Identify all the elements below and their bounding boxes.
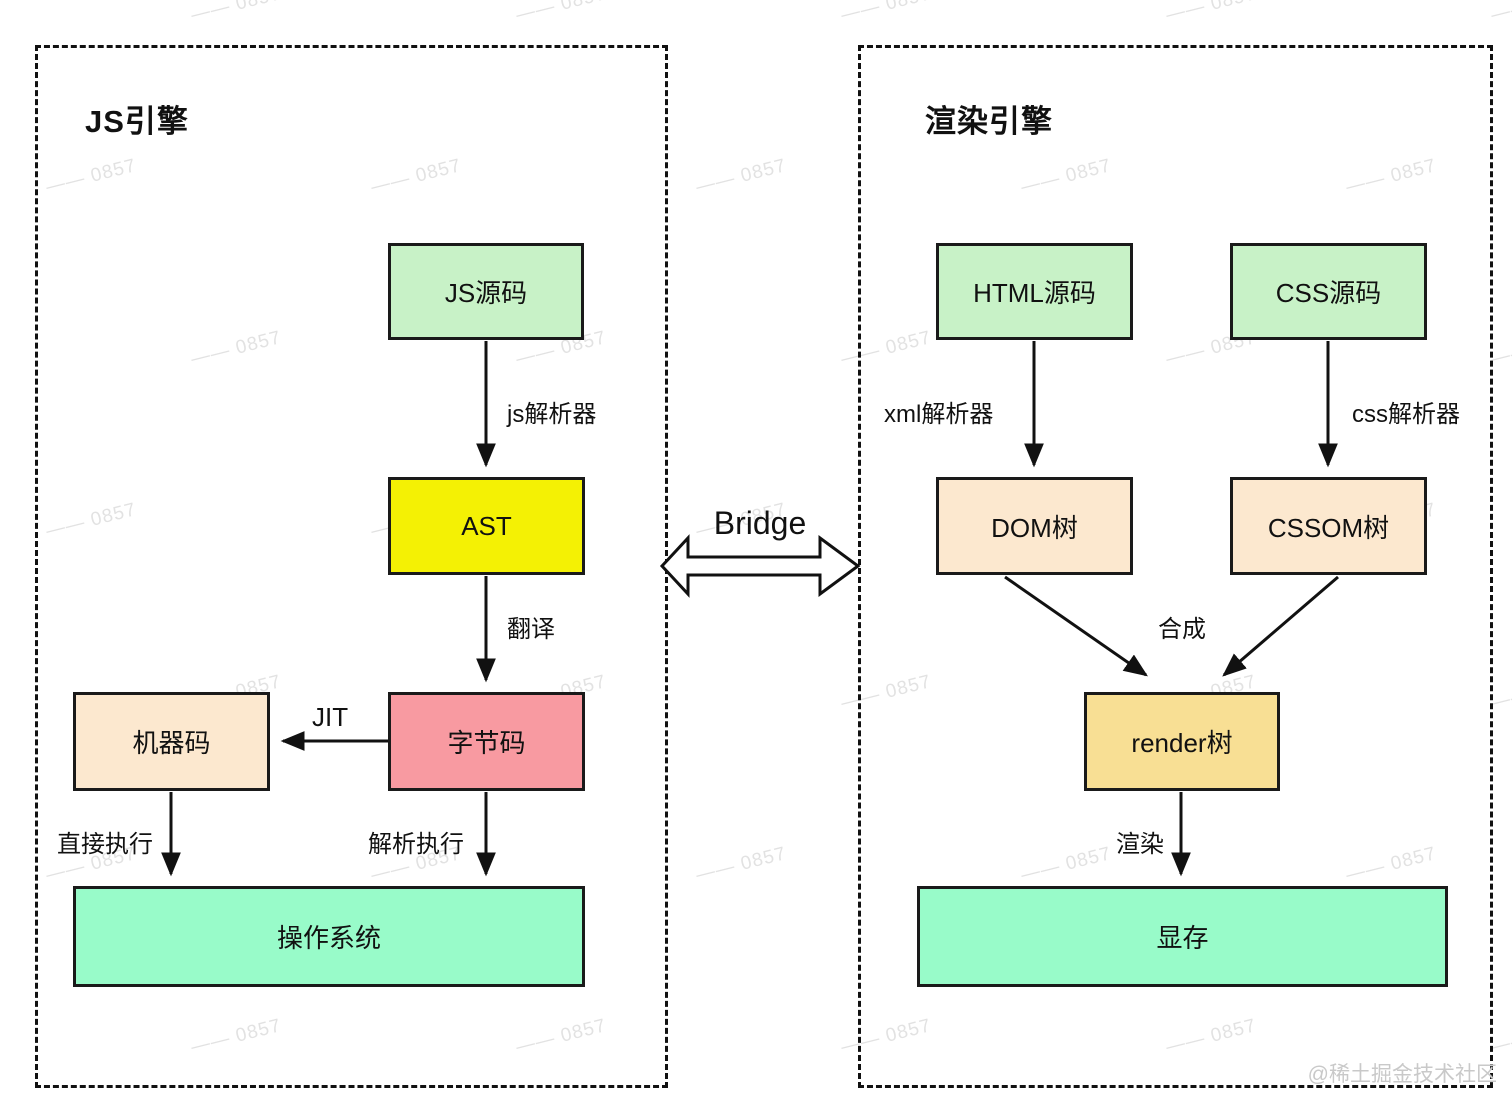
watermark-text: —— 0857 [188,0,284,26]
render-tree-box: render树 [1084,692,1280,791]
compose-label: 合成 [1158,616,1206,643]
js-parser-label: js解析器 [507,401,597,428]
cssom-tree-box: CSSOM树 [1230,477,1427,575]
bytecode-box: 字节码 [388,692,585,791]
community-credit: @稀土掘金技术社区 [1307,1063,1497,1086]
render-label: 渲染 [1116,831,1164,858]
direct-exec-label: 直接执行 [57,831,153,858]
interpret-exec-label: 解析执行 [368,831,464,858]
html-source-box: HTML源码 [936,243,1133,340]
dom-tree-box: DOM树 [936,477,1133,575]
bridge-double-arrow [659,534,861,598]
watermark-text: —— 0857 [513,0,609,26]
jit-label: JIT [312,702,349,732]
bridge-label: Bridge [713,505,807,541]
css-parser-label: css解析器 [1352,401,1460,428]
watermark-text: —— 0857 [838,0,934,26]
xml-parser-label: xml解析器 [884,401,994,428]
watermark-text: —— 0857 [693,843,789,886]
vram-box: 显存 [917,886,1448,987]
translate-label: 翻译 [507,616,555,643]
watermark-text: —— 0857 [1488,0,1512,26]
js-source-box: JS源码 [388,243,584,340]
watermark-text: —— 0857 [693,155,789,198]
render-engine-title: 渲染引擎 [925,104,1053,139]
watermark-text: —— 0857 [1163,0,1259,26]
machine-code-box: 机器码 [73,692,270,791]
css-source-box: CSS源码 [1230,243,1427,340]
ast-box: AST [388,477,585,575]
js-engine-title: JS引擎 [85,104,189,139]
os-box: 操作系统 [73,886,585,987]
